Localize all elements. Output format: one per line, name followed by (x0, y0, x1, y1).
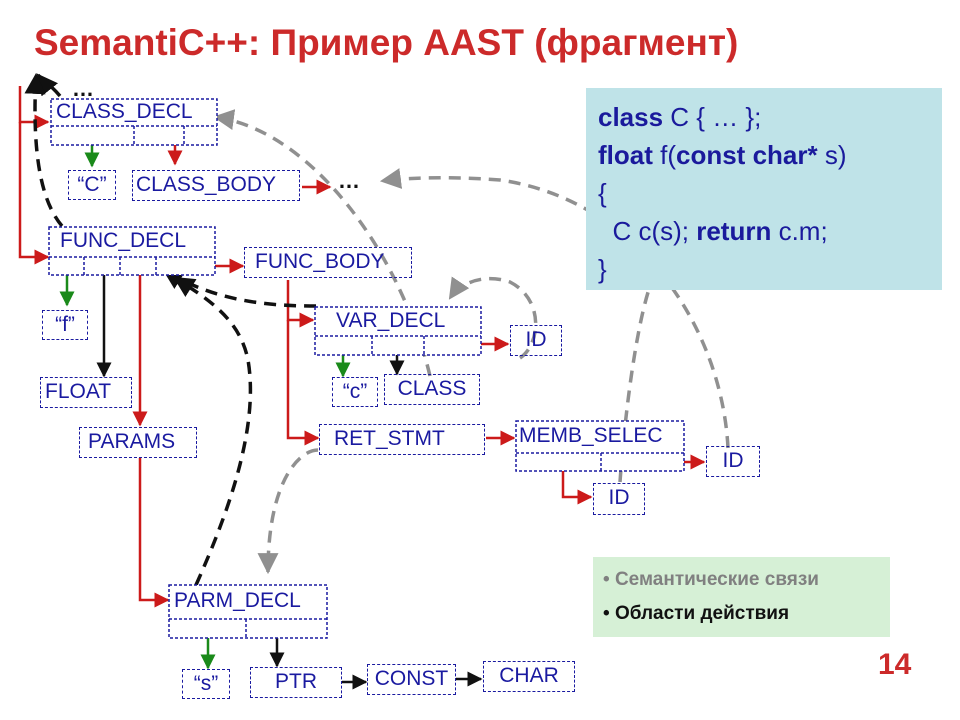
ptr-label: PTR (275, 670, 317, 693)
class-decl-frame (50, 98, 218, 146)
func-decl-frame (48, 226, 216, 276)
legend-scopes: • Области действия (603, 603, 790, 624)
code-box: class C { … }; float f(const char* s) { … (586, 88, 942, 290)
char-label: CHAR (499, 664, 559, 687)
ptr-node: PTR (250, 667, 342, 698)
func-body-label: FUNC_BODY (255, 250, 385, 273)
id-var-node: ID (510, 325, 562, 356)
c-name-label: “C” (77, 173, 107, 196)
c-name-node: “C” (68, 170, 116, 200)
scope-class-up (36, 73, 62, 98)
var-decl-frame (314, 306, 482, 356)
class-decl-node: CLASS_DECL (50, 98, 218, 146)
s-name-node: “s” (182, 669, 230, 699)
scope-links (24, 72, 317, 586)
slide-title: SemantiC++: Пример AAST (фрагмент) (34, 22, 739, 63)
memb-selec-label: MEMB_SELEC (519, 424, 663, 447)
code-line-3: { (598, 178, 607, 208)
ellipsis-node: … (338, 166, 378, 196)
sem-param-use (257, 448, 319, 575)
edge-body-var (286, 280, 315, 328)
ret-stmt-node: RET_STMT (319, 424, 485, 455)
class-ref-node: CLASS (384, 374, 480, 405)
const-label: CONST (374, 667, 449, 690)
class-body-label: CLASS_BODY (136, 173, 277, 196)
scope-parm-up (173, 276, 253, 586)
memb-selec-node: MEMB_SELEC (515, 420, 685, 472)
float-label: FLOAT (45, 380, 112, 403)
float-node: FLOAT (40, 377, 132, 408)
c-var-label: “c” (342, 380, 368, 403)
parm-decl-node: PARM_DECL (168, 584, 328, 639)
edge-memb-id-left (561, 465, 593, 505)
id-memb-right-node: ID (706, 446, 760, 477)
params-node: PARAMS (79, 427, 197, 458)
f-name-node: “f” (42, 310, 88, 340)
memb-selec-frame (515, 420, 685, 472)
parm-decl-frame (168, 584, 328, 639)
page-number: 14 (878, 648, 912, 681)
ret-stmt-label: RET_STMT (334, 427, 445, 450)
scope-ellipsis-top: … (72, 76, 94, 101)
parm-decl-label: PARM_DECL (174, 589, 301, 612)
char-node: CHAR (483, 661, 575, 692)
class-decl-label: CLASS_DECL (56, 100, 193, 123)
id-memb-right-label: ID (722, 449, 744, 472)
func-decl-label: FUNC_DECL (60, 229, 187, 252)
s-name-label: “s” (193, 672, 219, 695)
edge-root-func (18, 122, 50, 265)
ellipsis-label: … (338, 168, 360, 193)
f-name-label: “f” (55, 313, 75, 336)
sem-var-id (448, 276, 538, 360)
var-decl-label: VAR_DECL (336, 309, 446, 332)
id-memb-left-node: ID (593, 483, 645, 515)
code-line-1: class C { … }; (598, 102, 762, 132)
func-body-node: FUNC_BODY (244, 247, 412, 278)
legend-box: • Семантические связи • Области действия (593, 557, 890, 637)
edge-params-parm (138, 458, 170, 608)
scope-func-up (24, 72, 64, 228)
id-var-label: ID (525, 328, 547, 351)
type-edges (96, 275, 483, 690)
const-node: CONST (367, 664, 456, 695)
params-label: PARAMS (88, 430, 176, 453)
legend-semantic: • Семантические связи (603, 569, 819, 590)
id-memb-left-label: ID (608, 486, 630, 509)
class-ref-label: CLASS (397, 377, 467, 400)
var-decl-node: VAR_DECL (314, 306, 482, 356)
edge-body-ret (286, 320, 320, 446)
class-body-node: CLASS_BODY (132, 170, 300, 201)
c-var-node: “c” (332, 377, 378, 407)
code-line-4: C c(s); return c.m; (598, 216, 828, 246)
code-line-5: } (598, 254, 607, 284)
func-decl-node: FUNC_DECL (48, 226, 216, 276)
code-line-2: float f(const char* s) (598, 140, 847, 170)
sem-member-use (379, 168, 730, 449)
